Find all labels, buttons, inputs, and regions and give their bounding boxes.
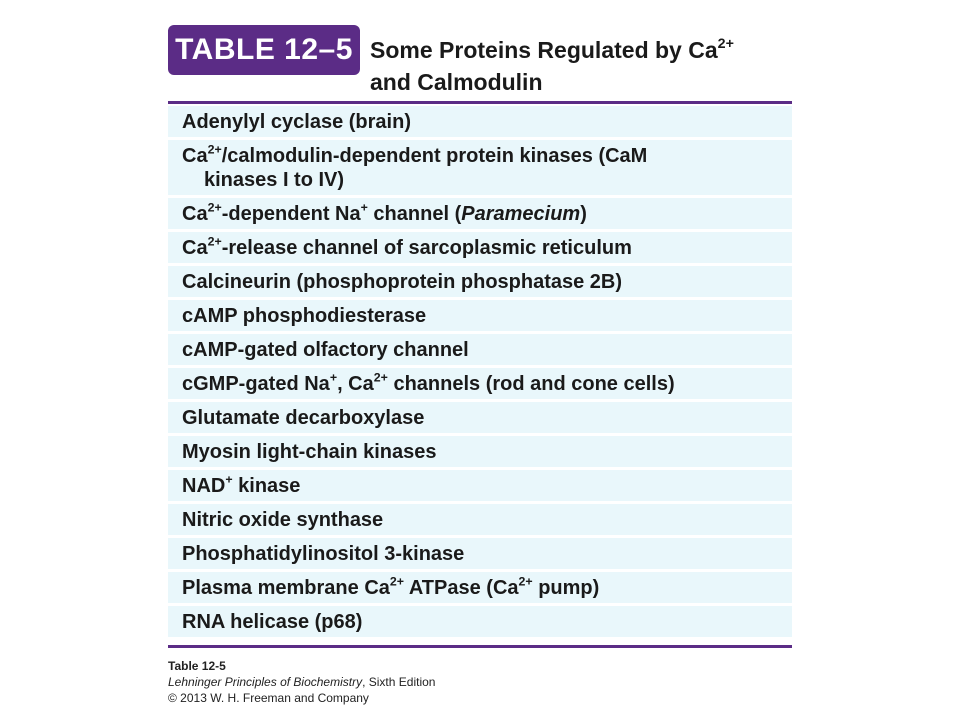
table-row: cAMP-gated olfactory channel — [168, 334, 792, 368]
bottom-rule — [168, 645, 792, 648]
figure-caption: Table 12-5 Lehninger Principles of Bioch… — [168, 658, 435, 706]
table-row: cAMP phosphodiesterase — [168, 300, 792, 334]
caption-copyright: © 2013 W. H. Freeman and Company — [168, 691, 369, 705]
protein-table: Adenylyl cyclase (brain) Ca2+/calmodulin… — [168, 106, 792, 640]
table-row: Plasma membrane Ca2+ ATPase (Ca2+ pump) — [168, 572, 792, 606]
title-line-2: and Calmodulin — [370, 69, 543, 95]
caption-source: Lehninger Principles of Biochemistry, Si… — [168, 675, 436, 689]
table-number-badge: TABLE 12–5 — [168, 25, 360, 75]
table-row: Ca2+/calmodulin-dependent protein kinase… — [168, 140, 792, 198]
top-rule — [168, 101, 792, 104]
caption-table-number: Table 12-5 — [168, 659, 226, 673]
table-row: RNA helicase (p68) — [168, 606, 792, 640]
table-title: Some Proteins Regulated by Ca2+ and Calm… — [370, 34, 734, 98]
table-number: TABLE 12–5 — [175, 33, 353, 66]
table-row: Adenylyl cyclase (brain) — [168, 106, 792, 140]
table-row: Calcineurin (phosphoprotein phosphatase … — [168, 266, 792, 300]
table-row: Phosphatidylinositol 3-kinase — [168, 538, 792, 572]
table-row: NAD+ kinase — [168, 470, 792, 504]
table-row: Ca2+-dependent Na+ channel (Paramecium) — [168, 198, 792, 232]
table-row: Glutamate decarboxylase — [168, 402, 792, 436]
table-row: Nitric oxide synthase — [168, 504, 792, 538]
table-row: Myosin light-chain kinases — [168, 436, 792, 470]
table-row: cGMP-gated Na+, Ca2+ channels (rod and c… — [168, 368, 792, 402]
title-line-1: Some Proteins Regulated by Ca2+ — [370, 36, 734, 63]
table-row: Ca2+-release channel of sarcoplasmic ret… — [168, 232, 792, 266]
